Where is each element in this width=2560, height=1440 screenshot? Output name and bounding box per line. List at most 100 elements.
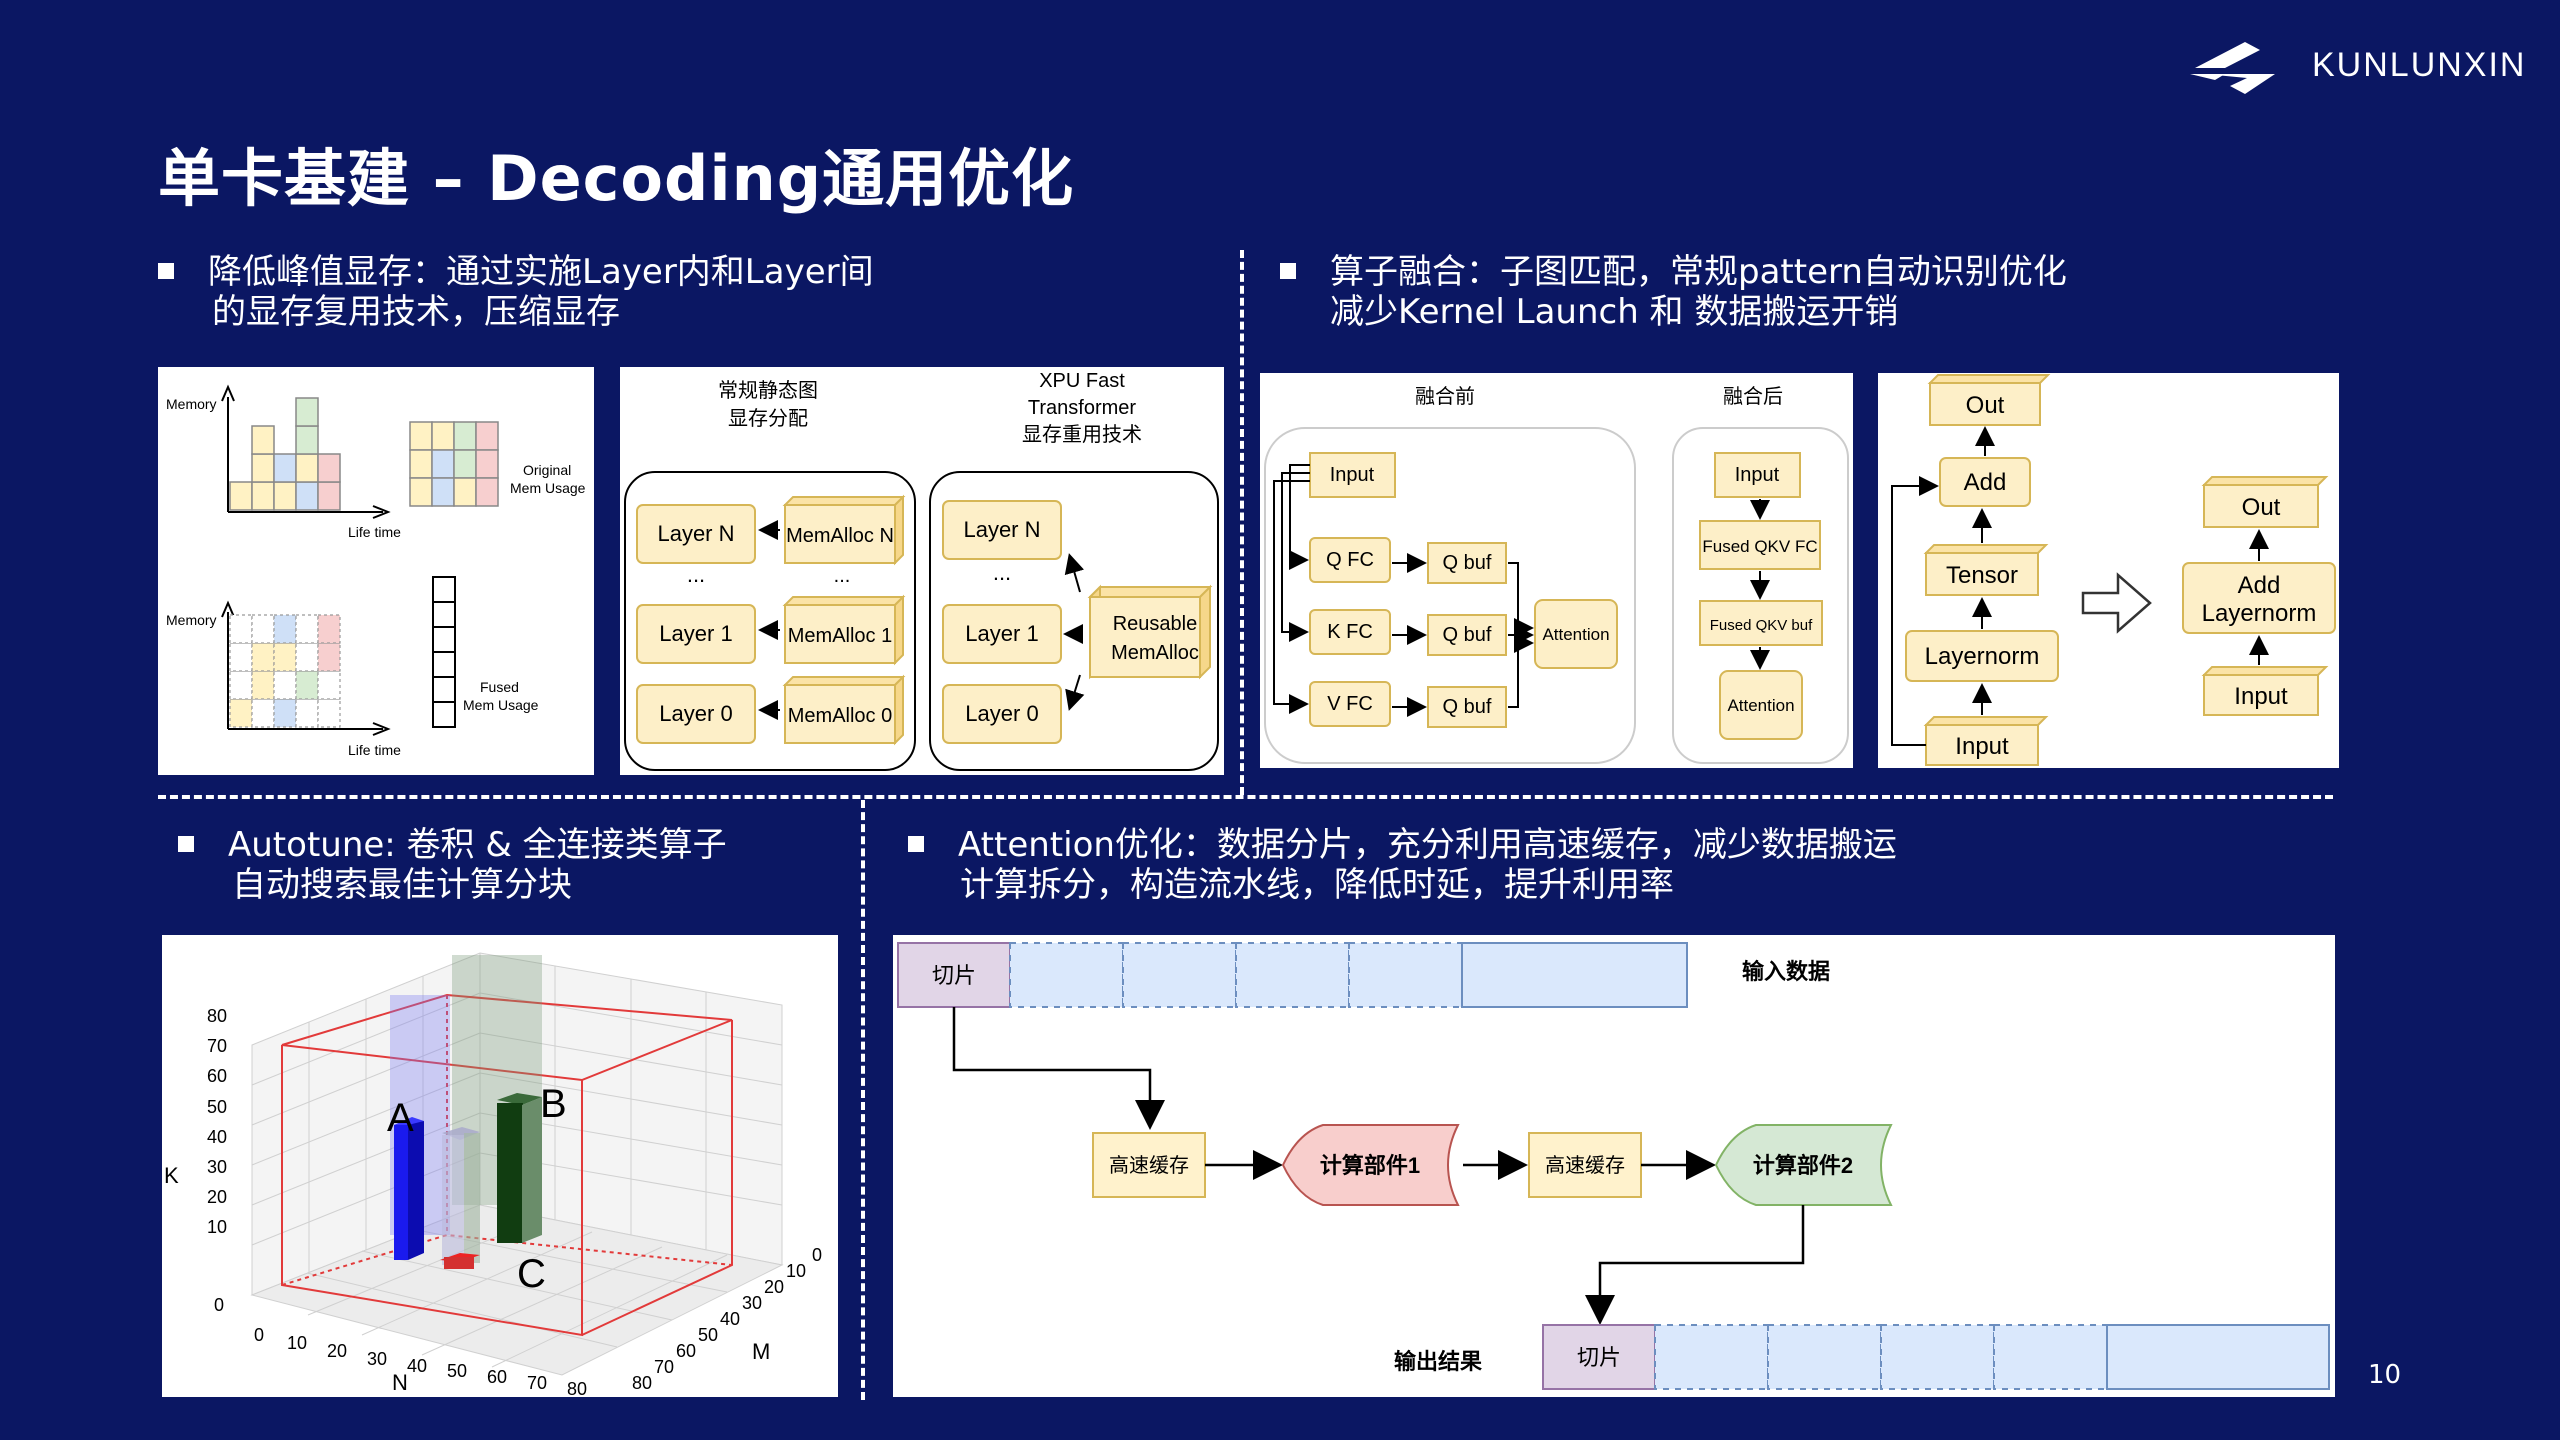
k-tick-30: 30 <box>207 1157 227 1177</box>
point-b-bar <box>497 1093 542 1243</box>
divider-bottom-vertical <box>861 800 865 1400</box>
memalloc-1: MemAlloc 1 <box>788 625 892 647</box>
fusion-before-after-panel: 融合前 融合后 Input Q FC K FC V FC Q buf Q buf… <box>1260 373 1853 768</box>
k-tick-40: 40 <box>207 1127 227 1147</box>
left-layernorm: Layernorm <box>1925 643 2040 670</box>
layer-1-xpu: Layer 1 <box>965 621 1038 646</box>
left-input: Input <box>1955 733 2009 760</box>
right-input: Input <box>2234 683 2288 710</box>
memory-usage-panel: Memory Life time <box>158 367 594 775</box>
compute-unit-1: 计算部件1 <box>1320 1153 1420 1178</box>
bullet-square-icon <box>1280 262 1296 279</box>
point-a-bar <box>394 1117 424 1260</box>
fusion-bullet: 算子融合：子图匹配，常规pattern自动识别优化 减少Kernel Launc… <box>1280 252 2067 332</box>
fusion-line2: 减少Kernel Launch 和 数据搬运开销 <box>1330 292 1899 332</box>
lifetime-axis-label: Life time <box>348 524 401 540</box>
after-attention: Attention <box>1727 696 1794 715</box>
n-axis-label: N <box>392 1370 408 1395</box>
attention-line1: Attention优化：数据分片，充分利用高速缓存，减少数据搬运 <box>958 825 1897 865</box>
divider-horizontal <box>158 795 2333 799</box>
k-tick-10: 10 <box>207 1217 227 1237</box>
m-axis-label: M <box>752 1339 770 1364</box>
memory-axis-label: Memory <box>166 396 217 412</box>
k-tick-80: 80 <box>207 1006 227 1026</box>
m-tick-50: 50 <box>698 1325 718 1345</box>
static-graph-title-l2: 显存分配 <box>728 407 808 430</box>
before-fusion-title: 融合前 <box>1415 385 1475 408</box>
m-tick-10: 10 <box>786 1261 806 1281</box>
point-b-label: B <box>540 1082 567 1126</box>
cache-label-2: 高速缓存 <box>1545 1154 1625 1177</box>
k-tick-20: 20 <box>207 1187 227 1207</box>
divider-top-vertical <box>1240 250 1244 795</box>
after-fused-fc: Fused QKV FC <box>1702 537 1817 556</box>
point-c-bar <box>440 1127 480 1269</box>
k-tick-0: 0 <box>214 1295 224 1315</box>
memalloc-diagram-panel: 常规静态图 显存分配 XPU Fast Transformer 显存重用技术 L… <box>620 367 1224 775</box>
m-tick-80: 80 <box>632 1373 652 1393</box>
before-qbuf-1: Q buf <box>1443 552 1492 574</box>
right-add-l2: Layernorm <box>2202 600 2317 627</box>
m-tick-40: 40 <box>720 1309 740 1329</box>
m-tick-0: 0 <box>812 1245 822 1265</box>
reusable-l1: Reusable <box>1113 613 1198 635</box>
n-tick-20: 20 <box>327 1341 347 1361</box>
compute-unit-2: 计算部件2 <box>1753 1153 1853 1178</box>
right-add-l1: Add <box>2238 572 2281 599</box>
autotune-bullet: Autotune: 卷积 & 全连接类算子 自动搜索最佳计算分块 <box>178 825 727 905</box>
memory-axis-label: Memory <box>166 612 217 628</box>
point-a-label: A <box>387 1096 414 1140</box>
before-attention: Attention <box>1542 625 1609 644</box>
m-tick-20: 20 <box>764 1277 784 1297</box>
left-add: Add <box>1964 469 2007 496</box>
lifetime-axis-label: Life time <box>348 742 401 758</box>
attention-pipeline-panel: 切片 输入数据 高速缓存 计算部件1 高速缓存 计算部件2 输出结果 切片 <box>893 935 2335 1397</box>
static-graph-title-l1: 常规静态图 <box>718 379 818 402</box>
cache-label-1: 高速缓存 <box>1109 1154 1189 1177</box>
bullet-square-icon <box>158 262 174 279</box>
right-out: Out <box>2242 494 2281 521</box>
before-vfc: V FC <box>1327 693 1373 715</box>
layer-n-xpu: Layer N <box>963 517 1040 542</box>
memalloc-0: MemAlloc 0 <box>788 705 892 727</box>
point-c-label: C <box>517 1252 546 1296</box>
n-tick-70: 70 <box>527 1373 547 1393</box>
n-tick-50: 50 <box>447 1361 467 1381</box>
before-qbuf-2: Q buf <box>1443 624 1492 646</box>
m-tick-70: 70 <box>654 1357 674 1377</box>
m-tick-60: 60 <box>676 1341 696 1361</box>
k-tick-70: 70 <box>207 1036 227 1056</box>
dots-left: ... <box>687 562 705 587</box>
before-kfc: K FC <box>1327 621 1373 643</box>
before-input: Input <box>1330 464 1375 486</box>
output-slice-label: 切片 <box>1577 1345 1621 1370</box>
kunlunxin-logo-icon <box>2190 42 2275 94</box>
autotune-line2: 自动搜索最佳计算分块 <box>232 865 572 905</box>
fusion-line1: 算子融合：子图匹配，常规pattern自动识别优化 <box>1330 252 2067 292</box>
before-qfc: Q FC <box>1326 549 1374 571</box>
autotune-line1: Autotune: 卷积 & 全连接类算子 <box>228 825 727 865</box>
n-tick-30: 30 <box>367 1349 387 1369</box>
memory-line2: 的显存复用技术，压缩显存 <box>212 292 620 332</box>
reusable-l2: MemAlloc <box>1111 642 1199 664</box>
dots-right: ... <box>993 560 1011 585</box>
xpu-title-l3: 显存重用技术 <box>1022 423 1142 446</box>
n-tick-60: 60 <box>487 1367 507 1387</box>
layer-0-static: Layer 0 <box>659 701 732 726</box>
k-axis-label: K <box>164 1163 179 1188</box>
layer-1-static: Layer 1 <box>659 621 732 646</box>
n-tick-40: 40 <box>407 1356 427 1376</box>
input-data-label: 输入数据 <box>1742 959 1830 984</box>
autotune-3d-chart: A B C 80 70 60 50 40 30 20 10 0 K 0 10 2… <box>162 935 838 1399</box>
memalloc-n: MemAlloc N <box>786 525 894 547</box>
memory-bullet: 降低峰值显存：通过实施Layer内和Layer间 的显存复用技术，压缩显存 <box>158 252 874 332</box>
before-qbuf-3: Q buf <box>1443 696 1492 718</box>
after-fused-buf: Fused QKV buf <box>1710 617 1813 634</box>
n-tick-80: 80 <box>567 1379 587 1397</box>
page-title: 单卡基建 – Decoding通用优化 <box>158 142 1075 215</box>
left-tensor: Tensor <box>1946 562 2018 589</box>
transform-arrow-icon <box>2081 572 2152 634</box>
search-box <box>281 993 733 1337</box>
layer-n-static: Layer N <box>657 521 734 546</box>
after-input: Input <box>1735 464 1780 486</box>
